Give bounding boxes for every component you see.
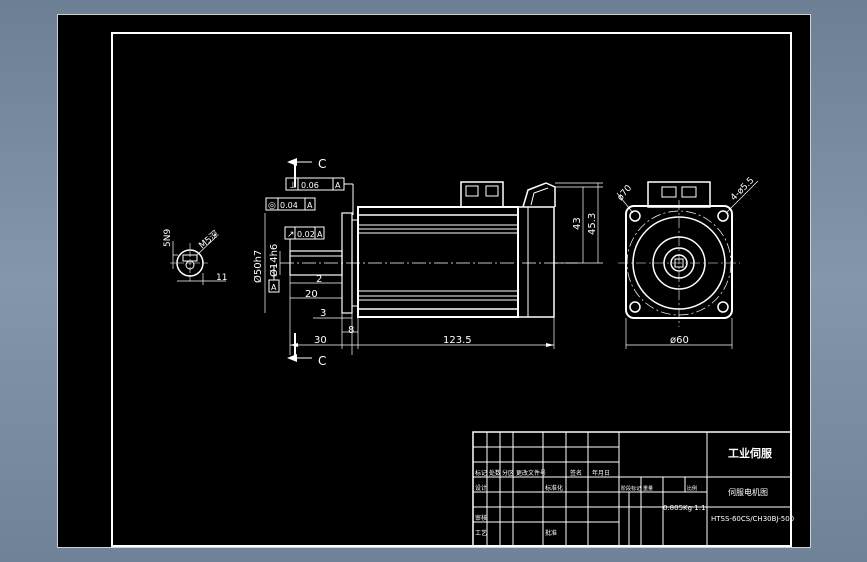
svg-text:审核: 审核 (475, 514, 487, 522)
svg-text:3: 3 (320, 308, 326, 319)
svg-text:45.3: 45.3 (587, 213, 598, 235)
svg-text:处数: 处数 (489, 469, 501, 477)
dim-heights: 43 45.3 (555, 182, 603, 264)
title-block: 工业伺服 伺服电机图 HTSS-60CS/CH30BJ-500 0.805Kg … (472, 431, 794, 547)
svg-text:ø70: ø70 (616, 183, 635, 203)
dim-lengths: 30 123.5 (290, 317, 555, 349)
svg-text:批准: 批准 (545, 529, 557, 537)
motor-side-view (280, 181, 578, 318)
svg-text:标记: 标记 (475, 469, 487, 477)
svg-text:比例: 比例 (687, 485, 697, 492)
svg-text:重量: 重量 (643, 485, 653, 492)
svg-text:M5深: M5深 (197, 228, 221, 251)
cad-viewport[interactable]: C C ⊥ 0.06 A ◎ 0.04 A ↗ 0.02 A A (57, 14, 811, 548)
svg-text:◎: ◎ (268, 201, 276, 211)
section-label-top: C (318, 157, 326, 171)
dim-flange-thickness: 3 (313, 308, 353, 355)
svg-text:123.5: 123.5 (443, 335, 472, 346)
svg-text:更改文件号: 更改文件号 (516, 469, 546, 477)
svg-text:20: 20 (305, 289, 318, 300)
svg-text:A: A (317, 230, 323, 239)
svg-text:8: 8 (348, 325, 354, 336)
svg-text:工艺: 工艺 (475, 529, 487, 537)
svg-text:A: A (271, 283, 277, 292)
keyway-section-view: 5N9 M5深 11 (163, 228, 227, 285)
svg-text:0.04: 0.04 (280, 201, 298, 210)
svg-text:A: A (307, 201, 313, 210)
svg-text:A: A (335, 181, 341, 190)
drawing-border (111, 32, 792, 547)
svg-text:30: 30 (314, 335, 327, 346)
title-block-labels-row3: 审核 工艺 批准 (475, 514, 557, 537)
svg-text:↗: ↗ (287, 230, 295, 240)
title-block-labels-row1: 标记 处数 分区 更改文件号 签名 年月日 (475, 469, 610, 477)
svg-text:标准化: 标准化 (545, 484, 563, 492)
svg-text:0.06: 0.06 (301, 181, 319, 190)
svg-text:Ø14h6: Ø14h6 (268, 244, 280, 277)
company-name: 工业伺服 (728, 446, 773, 460)
title-block-stage-labels: 阶段标记 重量 比例 (621, 485, 697, 492)
section-label-bottom: C (318, 354, 326, 368)
section-marker-top: C (287, 157, 326, 187)
dim-spigot: 8 (342, 317, 359, 349)
model-number: HTSS-60CS/CH30BJ-500 (711, 515, 794, 523)
dim-flange-diameter: Ø50h7 (252, 213, 266, 313)
svg-text:签名: 签名 (570, 469, 582, 477)
title-block-labels-row2: 设计 标准化 (475, 484, 563, 492)
tolerance-concentricity: ◎ 0.04 A (265, 197, 316, 211)
svg-text:2: 2 (316, 274, 322, 285)
dim-key: 2 20 (289, 274, 343, 355)
svg-text:Ø50h7: Ø50h7 (252, 250, 264, 283)
tolerance-perpendicularity: ⊥ 0.06 A (285, 177, 354, 215)
svg-text:年月日: 年月日 (592, 469, 610, 477)
dim-shaft-diameter: Ø14h6 (268, 244, 281, 277)
svg-text:ø60: ø60 (670, 335, 689, 346)
drawing-name: 伺服电机图 (728, 487, 768, 497)
motor-front-view (618, 181, 740, 327)
drawing-canvas: C C ⊥ 0.06 A ◎ 0.04 A ↗ 0.02 A A (111, 32, 794, 547)
svg-text:5N9: 5N9 (163, 229, 173, 247)
svg-text:11: 11 (216, 273, 227, 283)
svg-text:4-ø5.5: 4-ø5.5 (729, 176, 756, 203)
datum-a: A (268, 265, 280, 293)
svg-text:43: 43 (572, 217, 583, 230)
svg-text:0.02: 0.02 (297, 230, 315, 239)
svg-text:分区: 分区 (502, 469, 514, 477)
svg-text:设计: 设计 (475, 484, 487, 492)
weight-scale: 0.805Kg 1:1 (663, 504, 706, 512)
svg-text:阶段标记: 阶段标记 (621, 485, 641, 492)
svg-text:⊥: ⊥ (289, 181, 297, 191)
